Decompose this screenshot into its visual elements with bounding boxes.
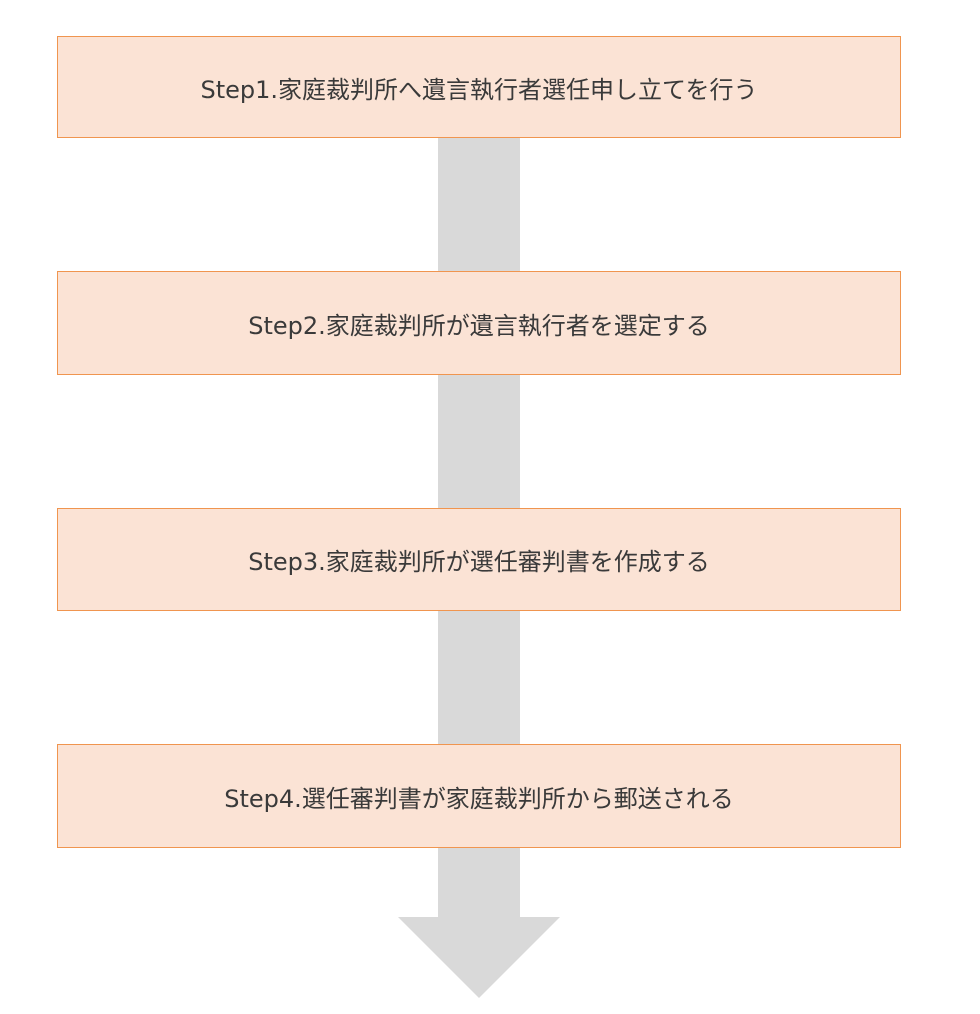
step-3-box: Step3.家庭裁判所が選任審判書を作成する bbox=[57, 508, 901, 611]
step-4-box: Step4.選任審判書が家庭裁判所から郵送される bbox=[57, 744, 901, 848]
step-3-label: Step3.家庭裁判所が選任審判書を作成する bbox=[248, 548, 710, 576]
step-1-box: Step1.家庭裁判所へ遺言執行者選任申し立てを行う bbox=[57, 36, 901, 138]
step-2-label: Step2.家庭裁判所が遺言執行者を選定する bbox=[248, 311, 710, 340]
arrow-head bbox=[398, 917, 560, 998]
step-2-box: Step2.家庭裁判所が遺言執行者を選定する bbox=[57, 271, 901, 375]
step-1-label: Step1.家庭裁判所へ遺言執行者選任申し立てを行う bbox=[200, 75, 758, 104]
step-4-label: Step4.選任審判書が家庭裁判所から郵送される bbox=[224, 784, 734, 813]
